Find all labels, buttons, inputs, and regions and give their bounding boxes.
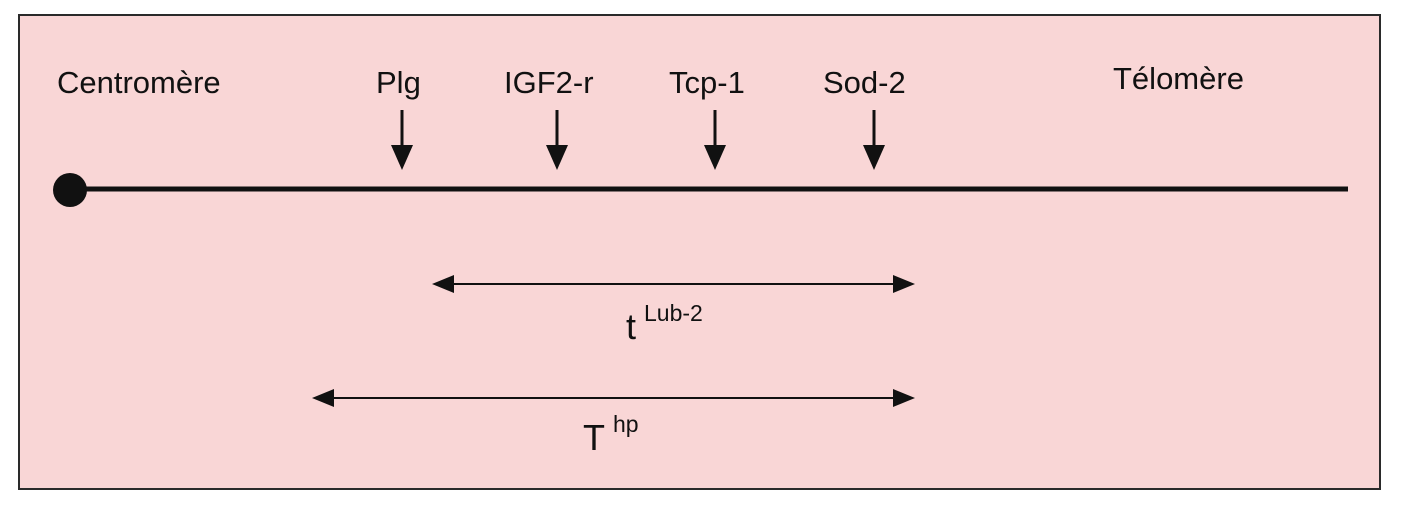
- range-label-superscript: hp: [613, 411, 639, 437]
- gene-label-plg: Plg: [376, 65, 421, 100]
- range-arrow-t-hp: [312, 389, 915, 407]
- centromere-label: Centromère: [57, 65, 221, 100]
- gene-arrow-plg: [391, 110, 413, 170]
- range-label-superscript: Lub-2: [644, 300, 703, 326]
- gene-label-sod2: Sod-2: [823, 65, 906, 100]
- range-arrow-t-lub2: [432, 275, 915, 293]
- range-label-t-lub2: t Lub-2: [626, 302, 703, 347]
- telomere-label: Télomère: [1113, 61, 1244, 96]
- range-label-base: T: [583, 417, 605, 458]
- gene-arrow-sod2: [863, 110, 885, 170]
- gene-arrow-tcp1: [704, 110, 726, 170]
- gene-label-tcp1: Tcp-1: [669, 65, 745, 100]
- range-label-base: t: [626, 306, 637, 347]
- centromere-dot: [53, 173, 87, 207]
- gene-label-igf2r: IGF2-r: [504, 65, 594, 100]
- diagram-panel: [18, 14, 1381, 490]
- gene-arrow-igf2r: [546, 110, 568, 170]
